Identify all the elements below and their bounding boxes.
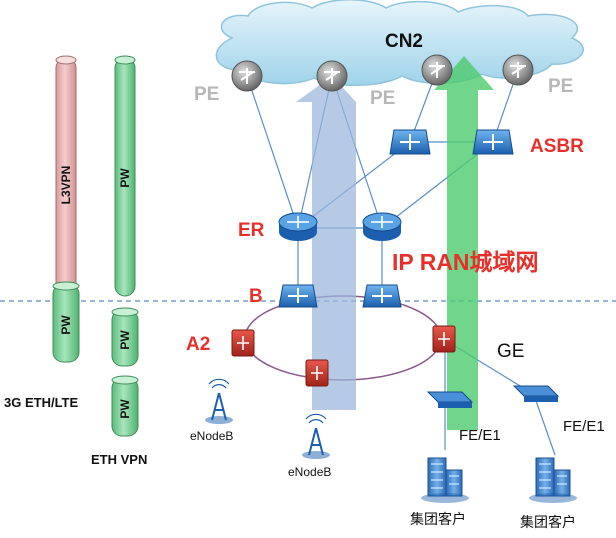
enodeb-label-2: eNodeB xyxy=(288,465,331,479)
router-arrows-icon xyxy=(371,216,393,228)
er-router-2[interactable] xyxy=(362,212,402,241)
router-arrows-icon xyxy=(239,68,255,84)
asbr-switch-2[interactable] xyxy=(472,129,514,155)
access-arrows-icon xyxy=(237,336,249,350)
customer-building-2[interactable] xyxy=(529,457,577,503)
tube-pw-lte: PW xyxy=(52,281,80,363)
enodeb-tower-1[interactable] xyxy=(205,378,233,424)
asbr-label: ASBR xyxy=(530,136,584,157)
enodeb-tower-2[interactable] xyxy=(302,413,330,459)
b-switch-1[interactable] xyxy=(278,284,318,308)
customer-building-1[interactable] xyxy=(421,457,469,503)
tube-l3vpn: L3VPN xyxy=(55,55,77,297)
access-arrows-icon xyxy=(311,366,323,380)
fe-e1-label-2: FE/E1 xyxy=(563,418,605,435)
b-label: B xyxy=(249,286,263,307)
green-service-arrow xyxy=(434,56,494,430)
pe-label-1: PE xyxy=(194,84,219,105)
blue-service-arrow xyxy=(296,76,356,410)
customer-label-1: 集团客户 xyxy=(410,511,466,528)
switch-arrows-icon xyxy=(288,288,308,303)
router-arrows-icon xyxy=(510,62,526,78)
pe-router-1[interactable] xyxy=(231,60,263,92)
a2-access-node-2[interactable] xyxy=(305,359,329,387)
a2-label: A2 xyxy=(186,334,210,355)
ip-ran-label-prefix: IP RAN xyxy=(392,249,470,275)
pe-label-2: PE xyxy=(370,88,395,109)
fe-switch-2[interactable] xyxy=(512,385,560,402)
access-arrows-icon xyxy=(438,332,450,346)
tube-label-pw-lte: PW xyxy=(59,315,73,335)
tube-pw-eth-1: PW xyxy=(111,307,139,367)
customer-label-2: 集团客户 xyxy=(520,514,576,531)
tube-label-pw-top: PW xyxy=(118,168,132,188)
ip-ran-label: IP RAN城域网 xyxy=(392,249,539,276)
a2-access-node-3[interactable] xyxy=(432,325,456,353)
fe-e1-label-1: FE/E1 xyxy=(459,427,501,444)
ip-ran-label-suffix: 城域网 xyxy=(470,249,539,276)
tube-label-pw-eth-2: PW xyxy=(118,399,132,419)
b-switch-2[interactable] xyxy=(362,284,402,308)
switch-arrows-icon xyxy=(483,134,503,150)
cn2-cloud: CN2 xyxy=(215,0,584,86)
tube-pw-eth-2: PW xyxy=(111,375,139,437)
asbr-switch-1[interactable] xyxy=(389,129,431,155)
pe-router-4[interactable] xyxy=(502,54,534,86)
switch-arrows-icon xyxy=(400,134,420,150)
router-arrows-icon xyxy=(324,68,340,84)
router-arrows-icon xyxy=(429,62,445,78)
er-label: ER xyxy=(238,220,265,241)
er-router-1[interactable] xyxy=(278,212,318,241)
tube-label-pw-eth-1: PW xyxy=(118,330,132,350)
router-arrows-icon xyxy=(287,216,309,228)
service-label-eth-vpn: ETH VPN xyxy=(91,452,147,467)
pe-router-3[interactable] xyxy=(421,54,453,86)
fe-switch-1[interactable] xyxy=(426,391,474,408)
enodeb-label-1: eNodeB xyxy=(190,429,233,443)
pe-label-3: PE xyxy=(548,76,573,97)
pe-router-2[interactable] xyxy=(316,60,348,92)
ge-label: GE xyxy=(497,341,524,362)
a2-access-node-1[interactable] xyxy=(231,329,255,357)
tube-label-l3vpn: L3VPN xyxy=(59,166,73,205)
tube-pw-top: PW xyxy=(114,55,136,297)
switch-arrows-icon xyxy=(372,288,392,303)
cloud-label: CN2 xyxy=(385,31,423,52)
service-label-lte: 3G ETH/LTE xyxy=(4,395,78,410)
